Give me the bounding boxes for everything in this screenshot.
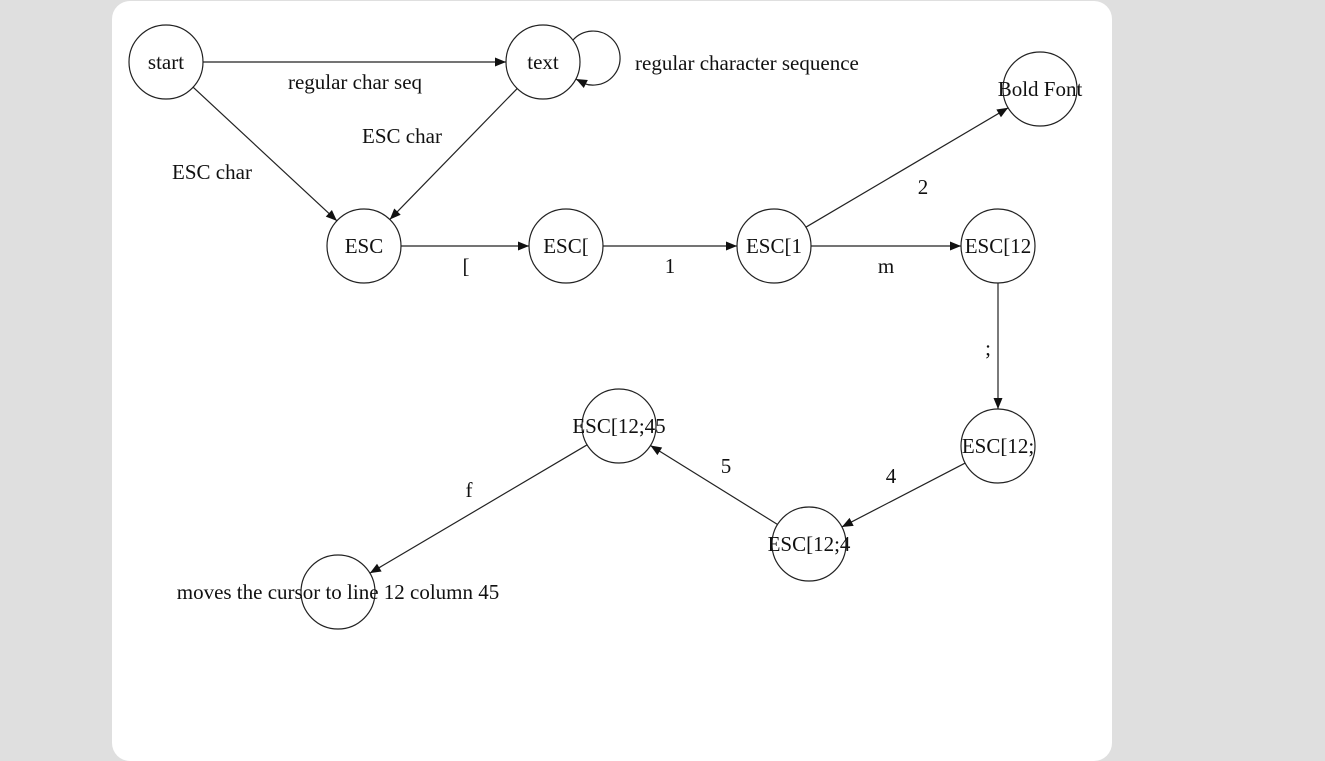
edge-label-esc1-to-esc12: 2: [918, 175, 929, 199]
state-node-esc12-4: ESC[12;4: [768, 506, 851, 582]
state-node-bold: Bold Font: [998, 51, 1083, 127]
arrowhead: [726, 241, 737, 251]
edge-esc1-to-bold: [805, 107, 1009, 228]
state-circle: [326, 208, 402, 284]
edge-label-text-to-text: regular character sequence: [635, 51, 859, 75]
state-circle: [505, 24, 581, 100]
state-circle: [771, 506, 847, 582]
edge-line: [389, 88, 518, 220]
state-circle: [581, 388, 657, 464]
state-label: ESC[12;: [962, 434, 1034, 458]
edge-esc12-to-esc12semi: [993, 283, 1003, 409]
edge-label-esc12_45-to-moves: f: [466, 478, 473, 502]
edge-esc_bracket-to-esc1: [603, 241, 737, 251]
state-label: ESC: [345, 234, 384, 258]
arrowhead: [369, 563, 382, 574]
state-node-start: start: [128, 24, 204, 100]
state-circle: [128, 24, 204, 100]
edge-line: [805, 107, 1009, 228]
edge-label-esc12-to-esc12semi: ;: [985, 336, 991, 360]
arrowhead: [518, 241, 529, 251]
edge-line: [650, 445, 778, 525]
state-circle: [528, 208, 604, 284]
state-circle: [300, 554, 376, 630]
edge-label-esc12semi-to-esc12_4: 4: [886, 464, 897, 488]
arrowhead: [650, 445, 663, 456]
edge-esc1-to-esc12: [811, 241, 961, 251]
state-label: ESC[: [543, 234, 589, 258]
state-label: ESC[12;4: [768, 532, 851, 556]
state-circle: [960, 408, 1036, 484]
edge-label-start-to-esc: ESC char: [172, 160, 252, 184]
edge-esc-to-esc_bracket: [401, 241, 529, 251]
arrowhead: [389, 208, 401, 220]
state-node-esc: ESC: [326, 208, 402, 284]
edge-label-start-to-text: regular char seq: [288, 70, 423, 94]
edge-label-esc1-to-bold: m: [878, 254, 894, 278]
edges-layer: [192, 30, 1009, 574]
edge-line: [192, 86, 338, 222]
state-label: text: [527, 50, 559, 74]
edge-labels-layer: regular char seq regular character sequen…: [172, 51, 991, 502]
arrowhead: [495, 57, 506, 67]
state-circle: [960, 208, 1036, 284]
edge-text-to-text: [572, 30, 621, 89]
state-node-esc12semi: ESC[12;: [960, 408, 1036, 484]
edge-label-text-to-esc: ESC char: [362, 124, 442, 148]
state-node-moves: moves the cursor to line 12 column 45: [177, 554, 500, 630]
state-node-esc1: ESC[1: [736, 208, 812, 284]
state-node-esc12-45: ESC[12;45: [572, 388, 666, 464]
state-label: ESC[12: [965, 234, 1032, 258]
edge-start-to-text: [203, 57, 506, 67]
self-loop-line: [572, 30, 621, 86]
state-label: start: [148, 50, 184, 74]
state-node-text: text: [505, 24, 581, 100]
arrowhead: [996, 107, 1009, 118]
arrowhead: [993, 398, 1003, 409]
edge-start-to-esc: [192, 86, 338, 222]
state-node-esc12: ESC[12: [960, 208, 1036, 284]
state-label: moves the cursor to line 12 column 45: [177, 580, 500, 604]
edge-esc12semi-to-esc12_4: [841, 462, 966, 528]
edge-line: [841, 462, 966, 528]
edge-label-esc-to-esc_bracket: [: [463, 254, 470, 278]
state-circle: [736, 208, 812, 284]
edge-esc12_45-to-moves: [369, 444, 588, 574]
state-circle: [1002, 51, 1078, 127]
arrowhead: [325, 210, 337, 221]
edge-label-esc12_4-to-esc12_45: 5: [721, 454, 732, 478]
edge-line: [369, 444, 588, 574]
state-label: Bold Font: [998, 77, 1083, 101]
edge-label-esc_bracket-to-esc1: 1: [665, 254, 676, 278]
edge-esc12_4-to-esc12_45: [650, 445, 778, 525]
arrowhead: [576, 79, 588, 89]
arrowhead: [841, 517, 854, 527]
state-label: ESC[1: [746, 234, 802, 258]
state-node-esc-bracket: ESC[: [528, 208, 604, 284]
edge-text-to-esc: [389, 88, 518, 220]
arrowhead: [950, 241, 961, 251]
state-label: ESC[12;45: [572, 414, 665, 438]
